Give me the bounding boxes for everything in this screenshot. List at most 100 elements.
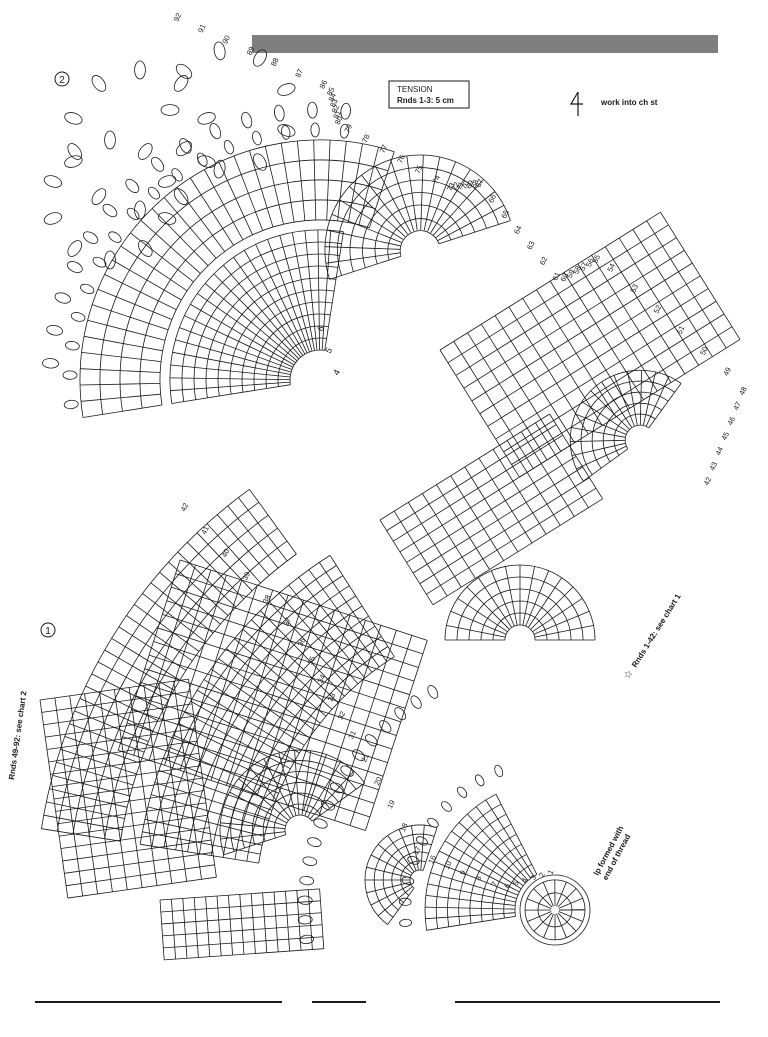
chart1-round-36: 36: [296, 636, 308, 647]
chart2-round-66: 66: [486, 193, 498, 204]
chart1-round-19: 19: [385, 799, 397, 810]
chart1-round-7: 7: [489, 880, 499, 888]
chart2-round-90: 90: [220, 34, 232, 45]
chart2-round-43: 43: [708, 460, 720, 471]
chart2-round-54: 54: [605, 262, 617, 273]
chart1-round-32: 32: [336, 710, 348, 721]
chart1-round-21: 21: [359, 752, 371, 763]
chart2-round-49: 49: [721, 366, 733, 377]
header-bar: [252, 35, 718, 53]
chart2-round-84: 84: [326, 92, 338, 103]
star-icon: ☆: [622, 668, 636, 681]
tension-title: TENSION: [397, 85, 433, 94]
tension-rounds: Rnds 1-3: 5 cm: [397, 96, 454, 105]
chart1-round-20: 20: [372, 775, 384, 786]
chart-1-marker: 1: [40, 622, 56, 638]
chart1-round-8: 8: [473, 874, 483, 882]
chart1-round-42: 42: [179, 501, 191, 512]
chart2-round-58: 58: [571, 264, 583, 275]
chart-2-round-numbers: 9291908988878685848382818079787776757473…: [172, 11, 749, 486]
chart2-round-85: 85: [325, 86, 337, 97]
note-rnds-49-92: Rnds 49-92: see chart 2: [7, 690, 28, 780]
chart2-round-63: 63: [525, 240, 537, 251]
chart2-round-42: 42: [702, 475, 714, 486]
chart1-round-39: 39: [240, 570, 252, 581]
chart2-round-76: 76: [395, 153, 407, 164]
chart2-round-70: 70: [459, 179, 471, 190]
chart2-round-46: 46: [725, 415, 737, 426]
chart2-round-86: 86: [318, 79, 330, 90]
chart2-round-57: 57: [578, 261, 590, 272]
chart2-round-52: 52: [652, 303, 664, 314]
legend: work into ch st: [569, 91, 658, 116]
svg-text:1: 1: [45, 626, 51, 637]
chart2-round-92: 92: [172, 11, 184, 22]
chart2-round-82: 82: [330, 103, 342, 114]
chart-1-diagram: [39, 488, 591, 961]
chart2-round-61: 61: [550, 271, 562, 282]
chart2-round-47: 47: [731, 400, 743, 411]
note-rnds-1-42: ☆ Rnds 1-42: see chart 1: [622, 592, 683, 682]
chart2-round-65: 65: [499, 208, 511, 219]
ch-st-symbol-icon: [569, 91, 583, 116]
chart1-round-10: 10: [442, 859, 454, 870]
chart2-round-50: 50: [698, 345, 710, 356]
chart2-round-78: 78: [360, 133, 372, 144]
rnds-1-42-text: Rnds 1-42: see chart 1: [630, 592, 683, 669]
chart1-round-18: 18: [398, 822, 410, 833]
chart2-round-56: 56: [584, 257, 596, 268]
chart2-round-62: 62: [538, 255, 550, 266]
chart2-round-45: 45: [719, 430, 731, 441]
chart2-round-69: 69: [464, 179, 476, 190]
chart2-round-80: 80: [333, 115, 345, 126]
chart2-round-73: 73: [445, 181, 457, 192]
chart2-round-51: 51: [675, 324, 687, 335]
chart1-round-3: 3: [528, 874, 538, 882]
chart2-round-87: 87: [293, 67, 305, 78]
chart1-round-34: 34: [316, 673, 328, 684]
chart1-round-35: 35: [306, 655, 318, 666]
tension-box: TENSION Rnds 1-3: 5 cm: [388, 80, 470, 109]
chart2-round-67: 67: [474, 177, 486, 188]
chart2-round-64: 64: [512, 224, 524, 235]
chart2-round-89: 89: [245, 45, 257, 56]
chart-2-diagram: [42, 41, 741, 641]
chart2-round-75: 75: [413, 164, 425, 175]
chart2-round-88: 88: [269, 56, 281, 67]
chart1-round-33: 33: [326, 691, 338, 702]
chart2-center-4: 4: [331, 368, 342, 377]
chart1-round-40: 40: [220, 547, 232, 558]
chart-2-marker: 2: [54, 71, 70, 87]
chart1-round-5: 5: [511, 879, 521, 887]
note-lp-formed: lp formed with end of thread: [592, 824, 633, 881]
chart1-round-38: 38: [261, 593, 273, 604]
chart2-round-83: 83: [328, 97, 340, 108]
chart2-round-60: 60: [558, 272, 570, 283]
legend-text: work into ch st: [600, 98, 658, 107]
chart2-round-48: 48: [737, 385, 749, 396]
chart1-round-2: 2: [537, 871, 547, 879]
chart1-round-1: 1: [546, 868, 556, 876]
svg-text:2: 2: [59, 75, 65, 86]
chart2-round-59: 59: [565, 268, 577, 279]
chart2-round-68: 68: [469, 178, 481, 189]
chart1-round-9: 9: [458, 869, 468, 877]
chart2-round-53: 53: [628, 283, 640, 294]
chart1-round-17: 17: [411, 845, 423, 856]
chart2-center-5: 5: [323, 346, 334, 355]
chart2-round-74: 74: [430, 174, 442, 185]
rnds-49-92-text: Rnds 49-92: see chart 2: [7, 690, 28, 780]
chart2-round-71: 71: [454, 180, 466, 191]
chart2-center-6: 6: [315, 324, 326, 333]
chart1-round-16: 16: [426, 854, 438, 865]
chart1-round-37: 37: [281, 616, 293, 627]
chart1-round-41: 41: [199, 524, 211, 535]
chart1-round-6: 6: [502, 882, 512, 890]
chart2-round-91: 91: [196, 23, 208, 34]
chart1-round-31: 31: [346, 729, 358, 740]
chart2-round-72: 72: [450, 181, 462, 192]
chart2-round-77: 77: [378, 143, 390, 154]
chart2-round-81: 81: [331, 109, 343, 120]
